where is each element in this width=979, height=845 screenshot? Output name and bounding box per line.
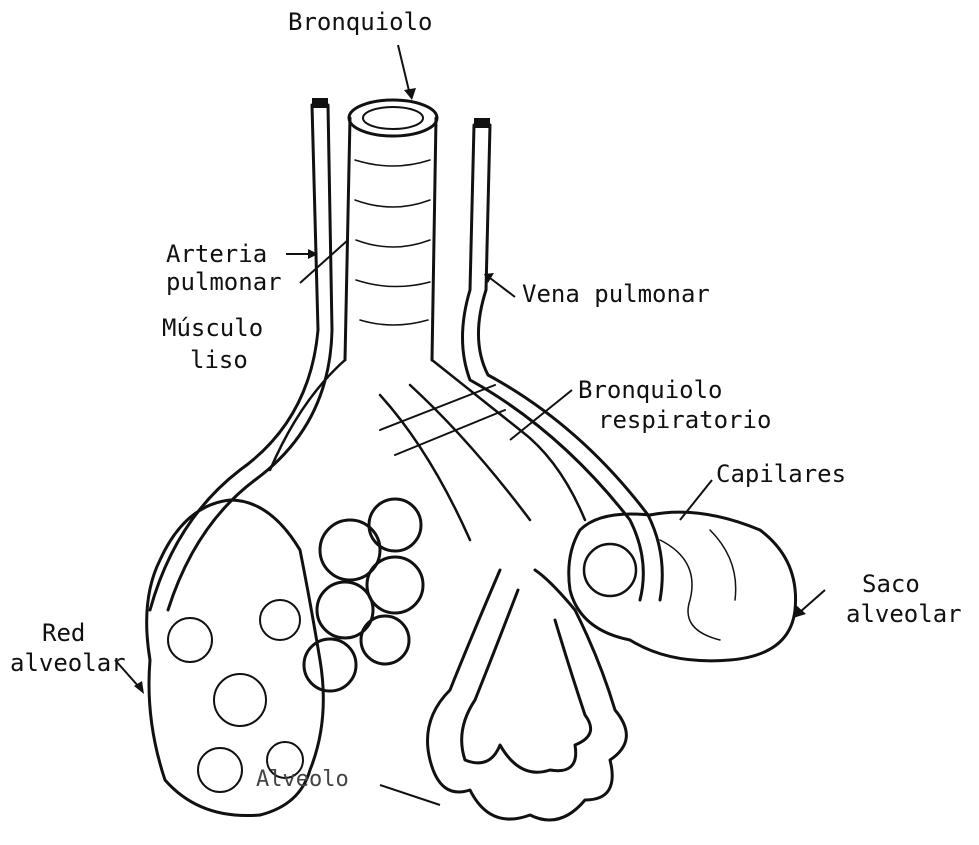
label-red-2: alveolar bbox=[10, 649, 126, 677]
pointer-bronquiolo bbox=[398, 45, 410, 95]
label-musculo-2: liso bbox=[190, 346, 248, 374]
alveolus-cluster bbox=[428, 570, 627, 820]
label-alveolo: Alveolo bbox=[256, 767, 349, 792]
alveolar-sac bbox=[569, 512, 796, 661]
pointer-musculo bbox=[300, 240, 348, 283]
arrow-bronquiolo bbox=[404, 88, 416, 100]
label-bronq-resp-1: Bronquiolo bbox=[578, 376, 723, 404]
label-arteria-2: pulmonar bbox=[166, 268, 282, 296]
bronchiole-tube bbox=[345, 100, 437, 360]
label-saco-1: Saco bbox=[862, 570, 920, 598]
pulmonary-vein bbox=[463, 118, 663, 600]
label-bronquiolo: Bronquiolo bbox=[288, 8, 433, 36]
label-bronq-resp-2: respiratorio bbox=[598, 406, 771, 434]
pointer-bronq-resp bbox=[510, 390, 572, 440]
label-arteria-1: Arteria bbox=[166, 240, 267, 268]
label-saco-2: alveolar bbox=[846, 600, 962, 628]
pointer-alveolo bbox=[380, 785, 440, 805]
label-vena: Vena pulmonar bbox=[522, 280, 710, 308]
label-capilares: Capilares bbox=[716, 460, 846, 488]
pointer-vena bbox=[490, 278, 515, 297]
pointer-saco bbox=[800, 590, 825, 612]
branch-bronchioles bbox=[270, 360, 585, 540]
label-red-1: Red bbox=[42, 619, 85, 647]
label-musculo-1: Músculo bbox=[162, 314, 263, 342]
